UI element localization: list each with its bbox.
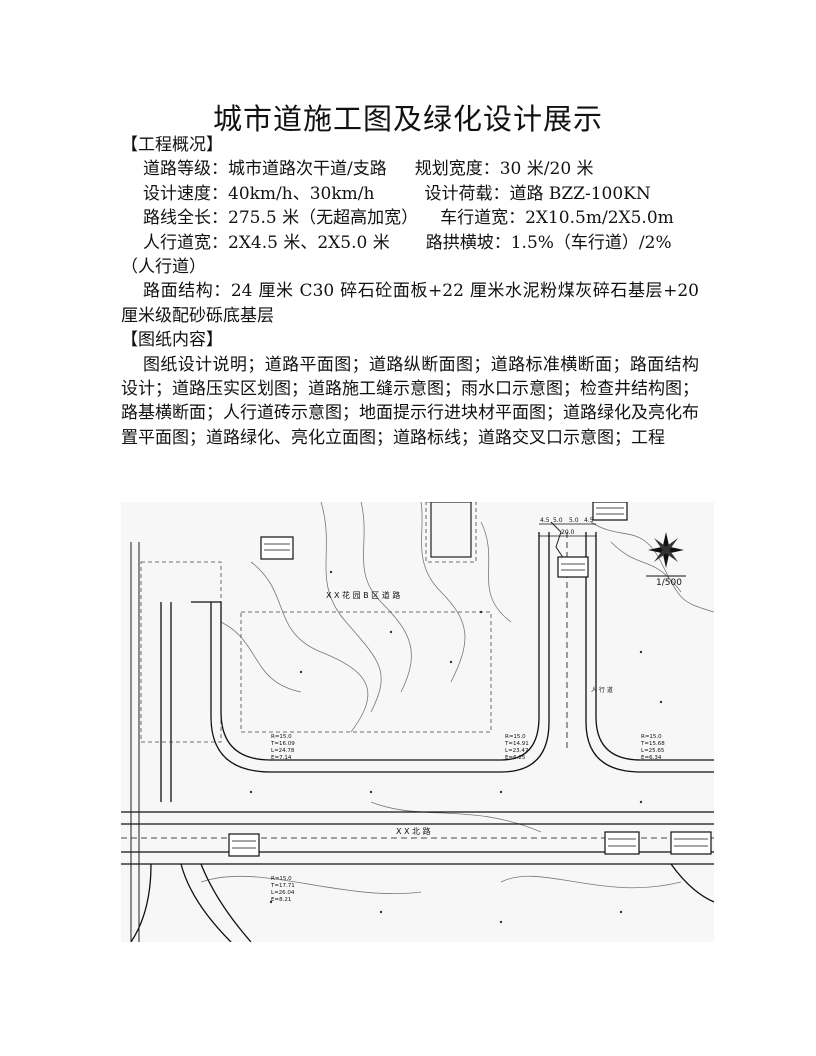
lane-width: 车行道宽：2X10.5m/2X5.0m xyxy=(440,208,674,229)
sidewalk-label: 人 行 道 xyxy=(591,686,613,694)
svg-text:E=8.21: E=8.21 xyxy=(271,897,291,903)
svg-text:L=23.47: L=23.47 xyxy=(505,748,529,754)
terrain-break xyxy=(550,521,567,563)
text-body: 【工程概况】 道路等级：城市道路次干道/支路 规划宽度：30 米/20 米 设计速… xyxy=(121,133,699,450)
tag-boxes xyxy=(228,502,712,857)
left-boundary xyxy=(130,542,140,942)
width-total: 20.0 xyxy=(561,529,575,536)
drawings-heading: 【图纸内容】 xyxy=(121,330,223,351)
road-plan-drawing: 1/500 4.5 5.0 5.0 4.5 20.0 X X 花 园 B 区 道… xyxy=(121,502,714,942)
svg-text:T=14.91: T=14.91 xyxy=(504,741,529,747)
pavement-structure: 路面结构：24 厘米 C30 碎石砼面板+22 厘米水泥粉煤灰碎石基层+20 厘… xyxy=(121,281,699,326)
road-grade: 道路等级：城市道路次干道/支路 xyxy=(143,159,387,180)
terrain-contours xyxy=(200,502,714,895)
svg-text:L=26.04: L=26.04 xyxy=(271,890,295,896)
width-mark-3: 5.0 xyxy=(569,517,579,524)
svg-text:L=25.65: L=25.65 xyxy=(641,748,665,754)
design-load: 设计荷载：道路 BZZ-100KN xyxy=(424,183,651,204)
design-speed: 设计速度：40km/h、30km/h xyxy=(143,183,375,204)
planned-width: 规划宽度：30 米/20 米 xyxy=(414,159,594,180)
svg-text:T=17.71: T=17.71 xyxy=(270,883,295,889)
svg-text:R=15.0: R=15.0 xyxy=(271,734,292,740)
svg-text:T=15.68: T=15.68 xyxy=(640,741,665,747)
crown-slope: 路拱横坡：1.5%（车行道）/2% xyxy=(425,232,672,253)
svg-text:R=15.0: R=15.0 xyxy=(641,734,662,740)
page-title: 城市道施工图及绿化设计展示 xyxy=(212,102,603,136)
overview-line-2: 设计速度：40km/h、30km/h 设计荷载：道路 BZZ-100KN xyxy=(121,182,699,206)
curve-table-3: R=15.0 T=15.68 L=25.65 E=6.34 xyxy=(640,734,665,761)
sidewalk-width: 人行道宽：2X4.5 米、2X5.0 米 xyxy=(143,232,390,253)
svg-text:R=15.0: R=15.0 xyxy=(505,734,526,740)
width-dimension: 4.5 5.0 5.0 4.5 20.0 xyxy=(539,517,596,537)
svg-text:E=6.34: E=6.34 xyxy=(641,755,662,761)
north-arrow-icon xyxy=(646,532,686,577)
curve-tables: R=15.0 T=16.09 L=24.78 E=7.14 R=15.0 T=1… xyxy=(270,734,665,903)
road-name-south: X X 北 路 xyxy=(396,826,431,836)
road-ew-lower xyxy=(121,811,714,942)
width-mark-1: 4.5 xyxy=(540,517,550,524)
svg-text:L=24.78: L=24.78 xyxy=(271,748,295,754)
survey-points xyxy=(249,540,663,924)
curve-table-2: R=15.0 T=14.91 L=23.47 E=6.25 xyxy=(504,734,529,761)
overview-line-1: 道路等级：城市道路次干道/支路 规划宽度：30 米/20 米 xyxy=(121,157,699,181)
route-length: 路线全长：275.5 米（无超高加宽） xyxy=(143,208,419,229)
overview-wrap: （人行道） xyxy=(121,257,206,278)
width-mark-2: 5.0 xyxy=(553,517,563,524)
overview-line-4: 人行道宽：2X4.5 米、2X5.0 米 路拱横坡：1.5%（车行道）/2% xyxy=(121,231,699,255)
road-plan-svg: 1/500 4.5 5.0 5.0 4.5 20.0 X X 花 园 B 区 道… xyxy=(121,502,714,942)
overview-line-3: 路线全长：275.5 米（无超高加宽） 车行道宽：2X10.5m/2X5.0m xyxy=(121,206,699,230)
scale-label: 1/500 xyxy=(656,578,682,588)
svg-text:E=7.14: E=7.14 xyxy=(271,755,292,761)
road-name-north: X X 花 园 B 区 道 路 xyxy=(326,590,400,600)
building-outlines xyxy=(140,502,492,743)
drawings-list: 图纸设计说明；道路平面图；道路纵断面图；道路标准横断面；路面结构设计；道路压实区… xyxy=(121,354,699,448)
svg-text:T=16.09: T=16.09 xyxy=(270,741,295,747)
curve-table-1: R=15.0 T=16.09 L=24.78 E=7.14 xyxy=(270,734,295,761)
width-mark-4: 4.5 xyxy=(584,517,594,524)
curve-table-4: R=15.0 T=17.71 L=26.04 E=8.21 xyxy=(270,876,295,903)
road-ew-upper xyxy=(160,601,714,802)
svg-text:R=15.0: R=15.0 xyxy=(271,876,292,882)
svg-text:E=6.25: E=6.25 xyxy=(505,755,526,761)
overview-heading: 【工程概况】 xyxy=(121,135,223,155)
building-block-north xyxy=(430,502,472,558)
